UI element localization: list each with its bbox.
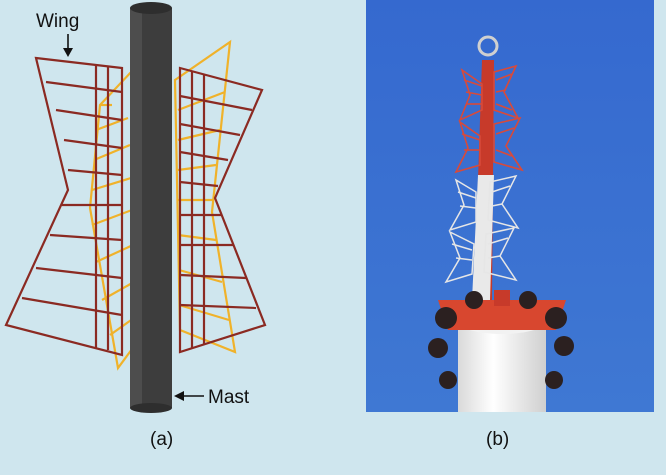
photo-red-wings [454,64,524,174]
wing-label: Wing [36,11,80,32]
antenna-photo-illustration [366,0,654,412]
front-left-wing [4,56,124,357]
caption-panel-a: (a) [150,429,174,450]
antenna-schematic-drawing [4,2,267,413]
front-right-wing [178,66,267,354]
photo-tower-top [428,290,574,412]
front-wing-pair [4,56,267,357]
diagram-antenna-schematic [0,0,350,420]
arrow-down-icon [63,34,73,57]
rear-left-wing [88,67,137,371]
mast [130,2,172,413]
caption-panel-b: (b) [486,429,510,450]
photo-white-wings [444,174,520,284]
antenna-photo [366,0,654,412]
arrow-left-icon [174,391,204,401]
mast-label: Mast [208,387,250,408]
